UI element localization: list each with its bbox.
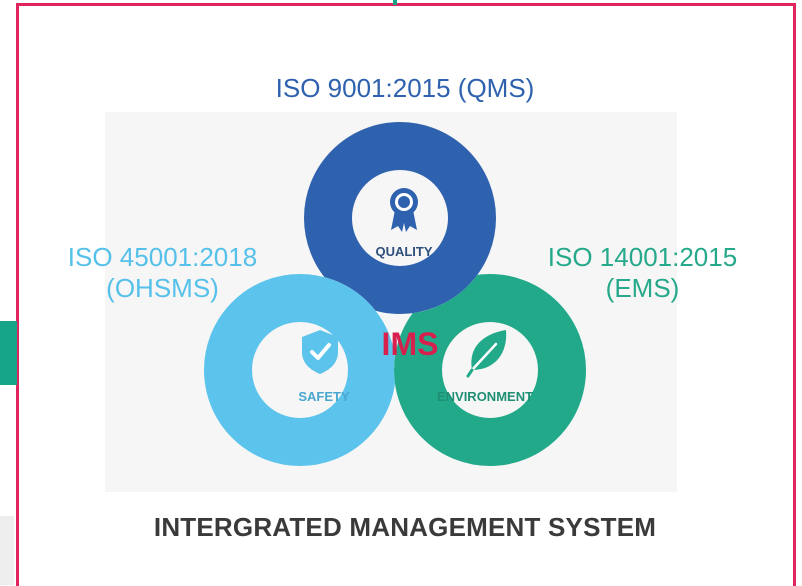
- leaf-icon: [466, 330, 507, 378]
- top-accent-tick: [393, 0, 397, 5]
- safety-ring-label: SAFETY: [298, 389, 350, 404]
- ems-standard-label: ISO 14001:2015 (EMS): [535, 242, 750, 304]
- quality-ring: [304, 122, 496, 314]
- quality-ring-label: QUALITY: [375, 244, 432, 259]
- ohsms-abbr: (OHSMS): [106, 273, 219, 303]
- slide-frame: [16, 3, 796, 586]
- environment-ring: [394, 274, 586, 466]
- ims-center-label: IMS: [382, 326, 439, 362]
- ohsms-standard-label: ISO 45001:2018 (OHSMS): [55, 242, 270, 304]
- qms-standard-label: ISO 9001:2015 (QMS): [275, 73, 535, 103]
- diagram-title: INTERGRATED MANAGEMENT SYSTEM: [153, 512, 657, 542]
- award-ribbon-icon: [390, 188, 418, 232]
- ohsms-code: ISO 45001:2018: [67, 242, 258, 272]
- left-accent-tab: [0, 321, 17, 385]
- safety-ring: [204, 274, 396, 466]
- left-gray-tab: [0, 516, 14, 585]
- shield-check-icon: [302, 330, 338, 374]
- environment-ring-label: ENVIRONMENT: [437, 389, 533, 404]
- ems-abbr: (EMS): [605, 273, 680, 303]
- ems-code: ISO 14001:2015: [547, 242, 738, 272]
